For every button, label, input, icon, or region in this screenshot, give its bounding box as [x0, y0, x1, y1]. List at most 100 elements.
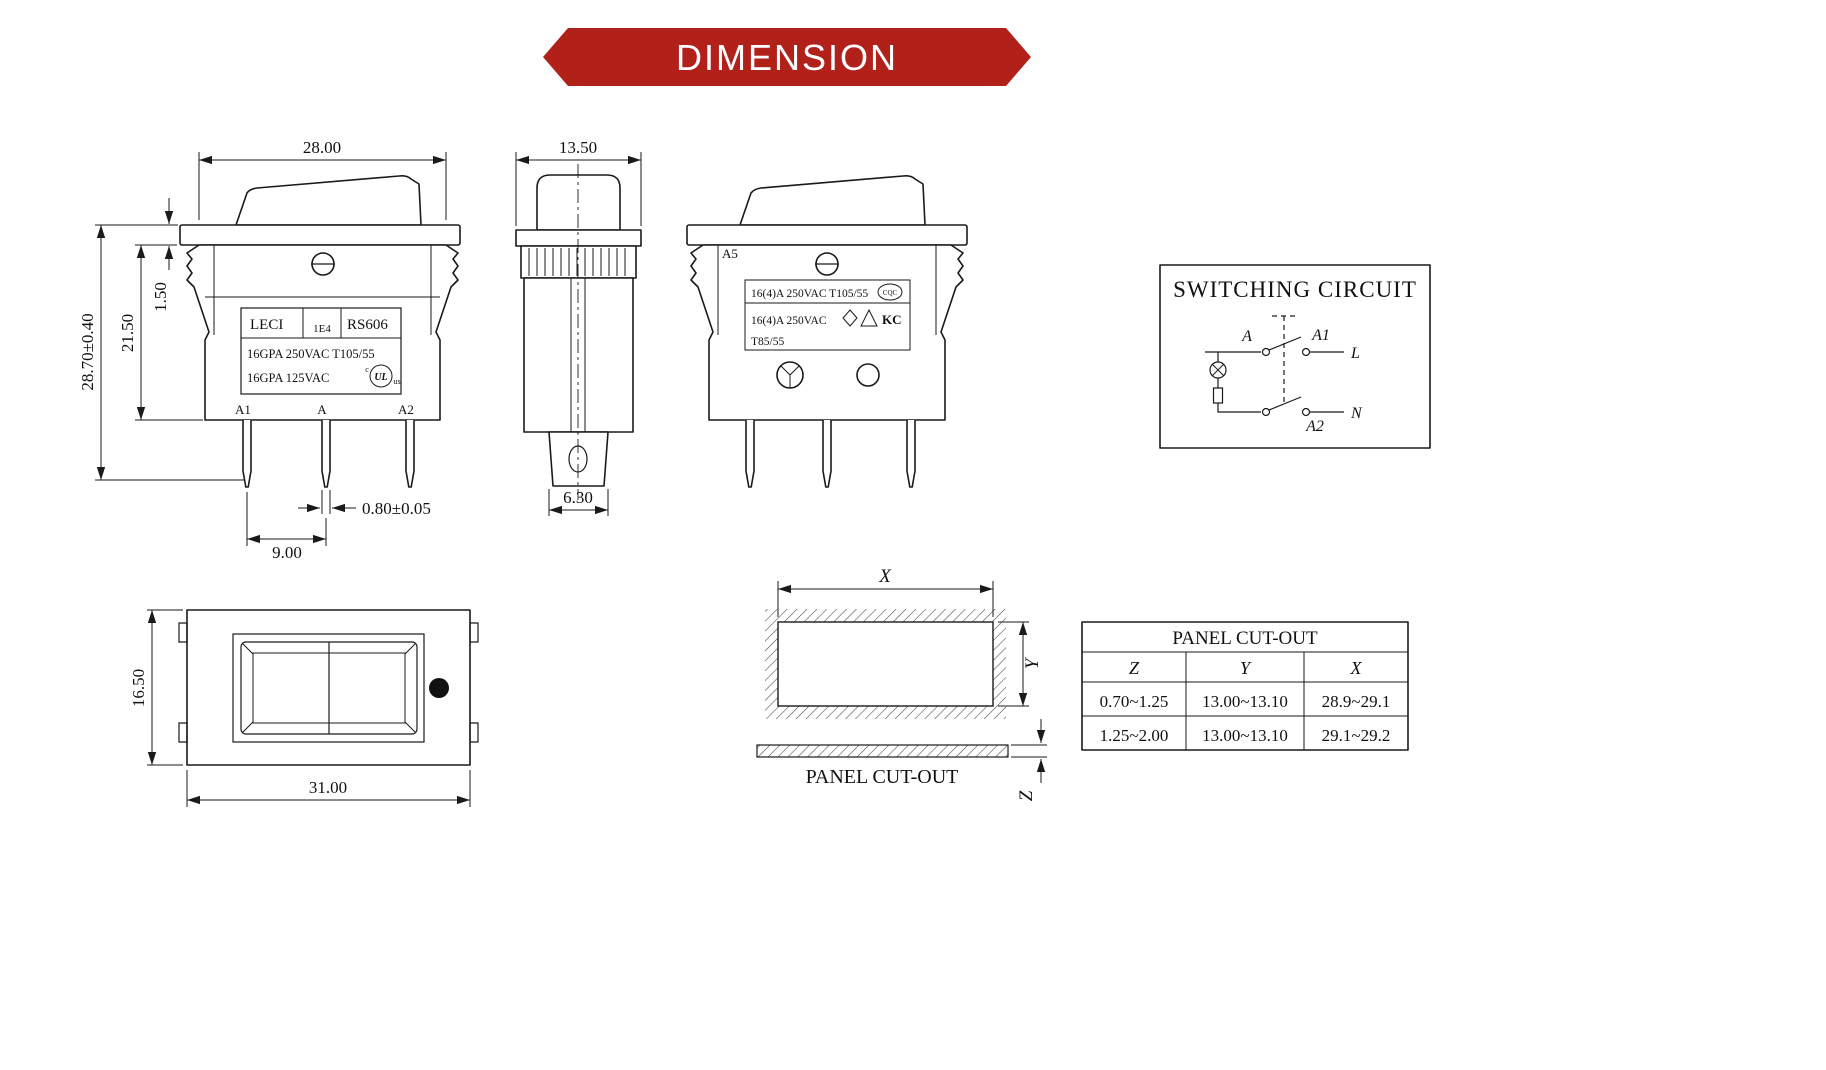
label-box-rear	[744, 279, 911, 351]
rear-rating3-text: T85/55	[751, 336, 784, 348]
banner-title: DIMENSION	[676, 37, 898, 78]
label-grid-lines	[241, 308, 401, 339]
z-dim-label: Z	[1016, 790, 1037, 801]
total-height-dim-text: 28.70±0.40	[78, 313, 97, 390]
rating-label-rear: 16(4)A 250VAC T105/55 CQC 16(4)A 250VAC …	[744, 279, 911, 351]
panel-width-dim-text: 31.00	[309, 778, 347, 797]
rocker-actuator	[235, 175, 422, 226]
indicator-dot	[429, 678, 449, 698]
lamp-cross	[1212, 364, 1224, 376]
rocker-actuator-rear	[739, 175, 926, 226]
table-title: PANEL CUT-OUT	[1172, 628, 1318, 649]
side-view-dimensions: 13.50 6.30	[515, 138, 642, 516]
mounting-bezel	[179, 224, 461, 246]
ul-mark-icon: c UL us	[365, 364, 401, 388]
lamp-branch-wires	[1217, 352, 1344, 413]
contact-a	[1261, 347, 1271, 357]
rear-view: A5 16(4)A 250VAC T105/55 CQC 16(4)A 250V…	[686, 175, 968, 488]
panel-cutout-view: X Y Z PANEL CUT-OUT	[756, 566, 1047, 801]
circuit-label-a: A	[1241, 328, 1252, 345]
circuit-title: SWITCHING CIRCUIT	[1173, 277, 1417, 302]
circuit-label-l: L	[1350, 345, 1360, 362]
cutout-caption: PANEL CUT-OUT	[806, 766, 959, 788]
bezel-dim-text: 1.50	[151, 282, 170, 312]
rear-pin-3	[906, 420, 916, 488]
moving-contact-bottom	[1268, 396, 1302, 411]
corner-label-a5: A5	[722, 246, 738, 261]
y-dim-label: Y	[1022, 656, 1043, 669]
table-cell-r2-x: 29.1~29.2	[1322, 726, 1391, 745]
rib-lines	[528, 248, 626, 276]
cqc-oval	[877, 283, 903, 301]
pin-pitch-ext-lines	[246, 492, 327, 546]
table-header-y: Y	[1240, 658, 1252, 678]
cqc-text: CQC	[883, 289, 898, 297]
terminal-pin-a	[321, 420, 331, 488]
ul-c-text: c	[365, 365, 369, 374]
table-cell-r1-y: 13.00~13.10	[1202, 692, 1288, 711]
mounting-bezel-rear	[686, 224, 968, 246]
table-header-x: X	[1350, 658, 1363, 678]
body-height-dim-text: 21.50	[118, 314, 137, 352]
switching-circuit: SWITCHING CIRCUIT A A1 L A2 N	[1159, 264, 1431, 449]
pin-pitch-dim-text: 9.00	[272, 543, 302, 562]
circuit-label-n: N	[1350, 405, 1363, 422]
body-inner-lines	[205, 245, 440, 335]
ul-us-text: us	[393, 377, 400, 386]
x-dim-label: X	[878, 566, 892, 587]
latch-rib-band	[520, 245, 637, 279]
rear-pin-1	[745, 420, 755, 488]
panel-height-dim-text: 16.50	[129, 669, 148, 707]
front-view-dimensions: 28.00 28.70±0.40 21.50 1.50 0.80±0.05 9.…	[78, 138, 447, 562]
contact-a2	[1301, 407, 1311, 417]
tooling-hole-y-mark	[780, 365, 800, 388]
table-cell-r1-z: 0.70~1.25	[1100, 692, 1169, 711]
rear-pin-2	[822, 420, 832, 488]
lamp-icon	[1209, 361, 1227, 379]
table-grid-lines	[1082, 651, 1408, 750]
panel-cutout-table: PANEL CUT-OUT Z Y X 0.70~1.25 13.00~13.1…	[1081, 621, 1409, 751]
rating2-text: 16GPA 125VAC	[247, 371, 329, 385]
panel-section-strip	[756, 744, 1009, 758]
contact-a1	[1301, 347, 1311, 357]
label-box	[240, 307, 402, 395]
resistor-icon	[1212, 387, 1224, 404]
table-header-z: Z	[1129, 658, 1140, 678]
pin-width-ext-lines	[321, 490, 331, 514]
circuit-box	[1159, 264, 1431, 449]
terminal-pin-a1	[242, 420, 252, 488]
contact-lamp	[1261, 407, 1271, 417]
model-text: RS606	[347, 317, 388, 333]
side-width-ext-lines	[515, 152, 642, 226]
switch-body	[186, 244, 459, 421]
terminal-label-a1: A1	[235, 402, 251, 417]
moving-contact-top	[1268, 336, 1302, 351]
switch-body-rear	[690, 244, 964, 421]
front-view: LECI 1E4 RS606 16GPA 250VAC T105/55 16GP…	[78, 138, 461, 562]
body-inner-lines-rear	[717, 245, 937, 335]
ul-circle	[369, 364, 393, 388]
terminal-label-a2: A2	[398, 402, 414, 417]
brand-text: LECI	[250, 317, 283, 333]
rating-label: LECI 1E4 RS606 16GPA 250VAC T105/55 16GP…	[240, 307, 402, 395]
rear-rating2-text: 16(4)A 250VAC	[751, 315, 827, 327]
table-cell-r2-z: 1.25~2.00	[1100, 726, 1169, 745]
tooling-hole-plain	[856, 363, 880, 387]
panel-view-dimensions: 16.50 31.00	[129, 609, 471, 807]
side-width-dim-text: 13.50	[559, 138, 597, 157]
table-cell-r1-x: 28.9~29.1	[1322, 692, 1391, 711]
file-no-text: 1E4	[313, 323, 331, 335]
terminal-pin-a2	[405, 420, 415, 488]
cert-diamond-icon	[842, 309, 858, 327]
cert-triangle-icon	[860, 308, 878, 327]
kc-mark-text: KC	[882, 312, 902, 327]
mechanical-link-line	[1272, 315, 1296, 406]
panel-front-view: 16.50 31.00	[129, 609, 479, 807]
cqc-logo-icon: CQC	[877, 283, 903, 301]
rating1-text: 16GPA 250VAC T105/55	[247, 347, 375, 361]
side-view: 13.50 6.30	[515, 138, 642, 516]
ul-text: UL	[374, 372, 387, 383]
cutout-hole	[777, 621, 994, 707]
